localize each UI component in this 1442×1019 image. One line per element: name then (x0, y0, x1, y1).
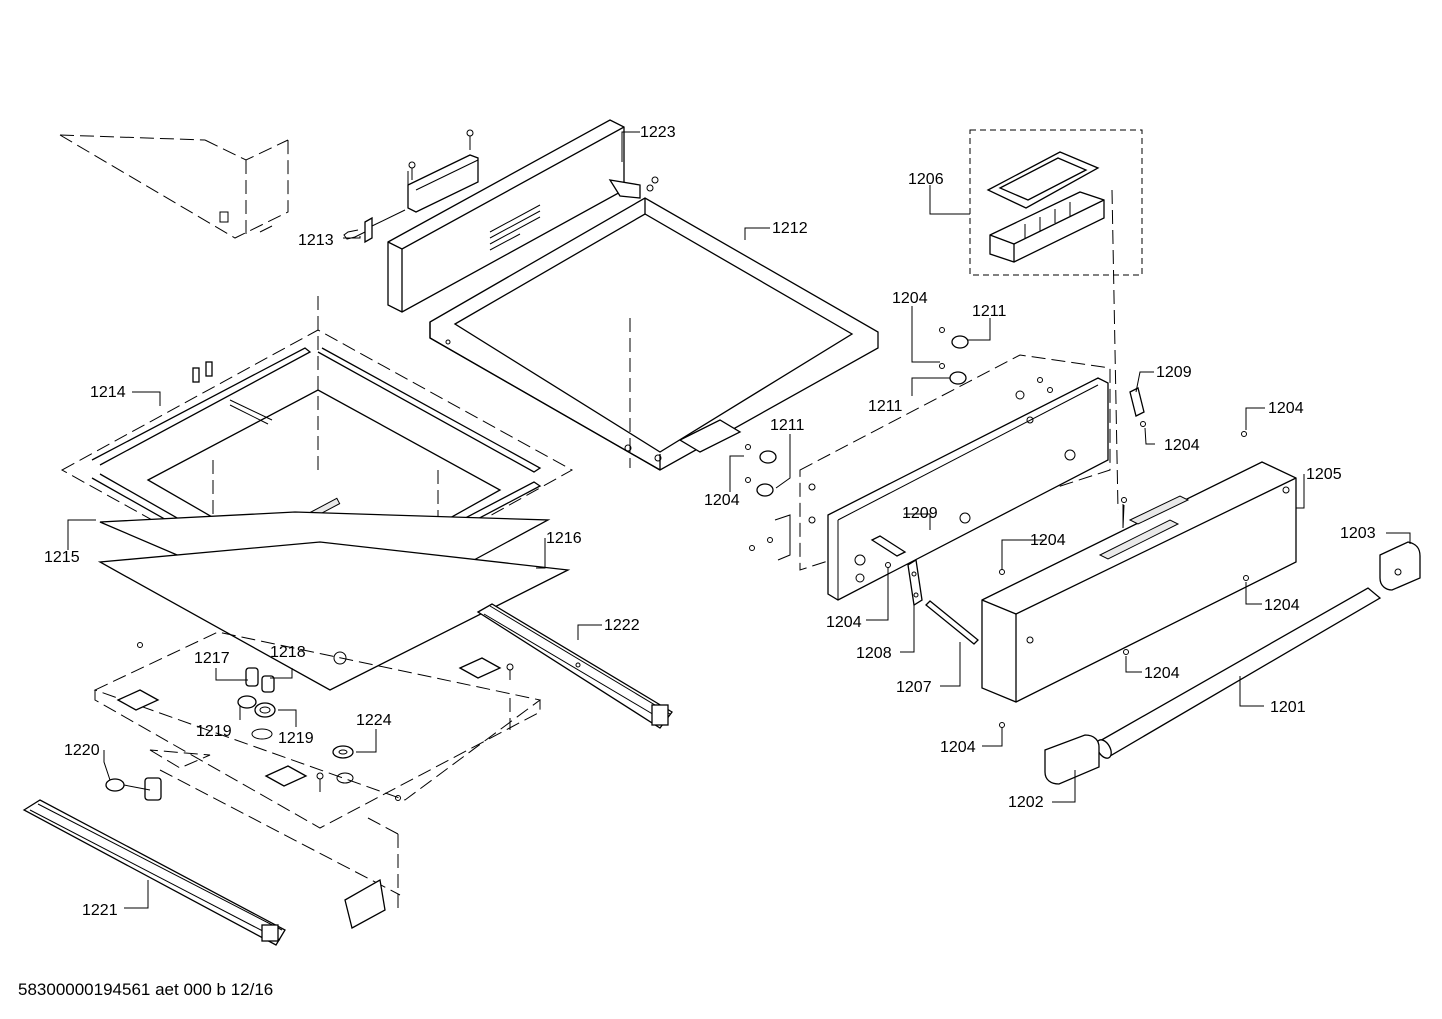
label-1211: 1211 (868, 398, 903, 415)
bottom-tray (93, 631, 542, 829)
part-1213-sensor-bracket (343, 129, 479, 244)
label-1204: 1204 (892, 290, 928, 307)
label-1204: 1204 (1268, 400, 1304, 417)
part-1202-end-cap (1044, 734, 1100, 785)
part-1205-control-housing (981, 461, 1297, 703)
label-1224: 1224 (356, 712, 392, 729)
label-1204: 1204 (1164, 437, 1200, 454)
part-1201-rod (1096, 587, 1382, 759)
label-1208: 1208 (856, 645, 892, 662)
part-1222-right-rail (476, 603, 673, 730)
label-1204: 1204 (1144, 665, 1180, 682)
label-1223: 1223 (640, 124, 676, 141)
label-1209: 1209 (1156, 364, 1192, 381)
part-1208-bracket (907, 558, 923, 607)
callout-labels: 1223 1212 1213 1214 1215 1216 1217 1218 … (44, 124, 1376, 919)
label-1205: 1205 (1306, 466, 1342, 483)
label-1204: 1204 (940, 739, 976, 756)
label-1219: 1219 (196, 723, 232, 740)
label-1220: 1220 (64, 742, 100, 759)
label-1212: 1212 (772, 220, 808, 237)
label-1204: 1204 (1264, 597, 1300, 614)
label-1215: 1215 (44, 549, 80, 566)
part-1206-assembly (969, 129, 1143, 511)
label-1222: 1222 (604, 617, 640, 634)
label-1207: 1207 (896, 679, 932, 696)
part-1223-back-panel (387, 119, 659, 313)
label-1213: 1213 (298, 232, 334, 249)
label-1217: 1217 (194, 650, 230, 667)
part-1209-bolts (870, 387, 1145, 557)
control-backplate (774, 354, 1111, 601)
part-1204-screws (885, 421, 1249, 728)
label-1201: 1201 (1270, 699, 1306, 716)
part-1212-frame (429, 197, 879, 471)
label-1218: 1218 (270, 644, 306, 661)
part-1203-end-cap (1379, 541, 1421, 591)
label-1202: 1202 (1008, 794, 1044, 811)
label-1214: 1214 (90, 384, 126, 401)
label-1219: 1219 (278, 730, 314, 747)
part-1224-knob (332, 745, 354, 784)
leader-lines (67, 131, 1411, 909)
part-1219-grommets (237, 695, 276, 740)
part-1216-plate (97, 541, 571, 691)
label-1204: 1204 (1030, 532, 1066, 549)
document-footer-code: 58300000194561 aet 000 b 12/16 (18, 980, 274, 999)
part-1220-switch (105, 777, 162, 801)
label-1204: 1204 (826, 614, 862, 631)
label-1209: 1209 (902, 505, 938, 522)
label-1211: 1211 (972, 303, 1007, 320)
part-1207-shaft (925, 600, 979, 645)
label-1206: 1206 (908, 171, 944, 188)
label-1221: 1221 (82, 902, 118, 919)
label-1216: 1216 (546, 530, 582, 547)
label-1211: 1211 (770, 417, 805, 434)
oven-housing-outline (59, 134, 289, 239)
part-1217-1218-connectors (245, 667, 275, 693)
label-1204: 1204 (704, 492, 740, 509)
label-1203: 1203 (1340, 525, 1376, 542)
part-1221-left-rail (22, 769, 401, 946)
